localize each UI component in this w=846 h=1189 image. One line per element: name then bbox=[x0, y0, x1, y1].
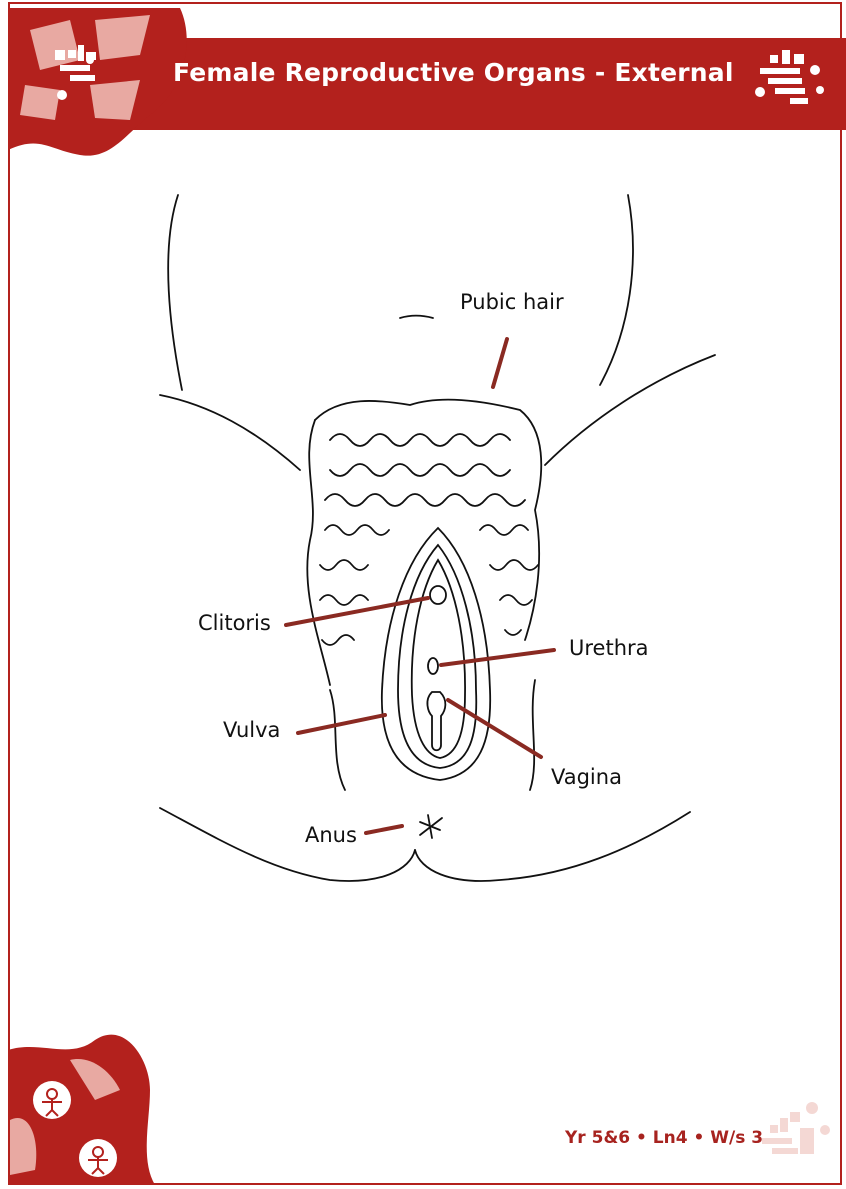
figures-logo-icon bbox=[8, 8, 187, 156]
leader-pubic-hair bbox=[493, 339, 507, 387]
faded-figures-icon bbox=[762, 1102, 830, 1154]
worksheet-reference: Yr 5&6 • Ln4 • W/s 3 bbox=[565, 1128, 763, 1148]
label-anus: Anus bbox=[305, 823, 357, 847]
label-urethra: Urethra bbox=[569, 636, 649, 660]
figures-emblem-icon bbox=[755, 50, 824, 104]
label-clitoris: Clitoris bbox=[198, 611, 271, 635]
child-figure-icon bbox=[8, 1035, 155, 1185]
page-title: Female Reproductive Organs - External bbox=[173, 58, 734, 87]
leader-lines bbox=[286, 339, 554, 833]
leader-urethra bbox=[441, 650, 554, 665]
leader-anus bbox=[366, 826, 402, 833]
label-vulva: Vulva bbox=[223, 718, 280, 742]
anatomy-drawing bbox=[160, 195, 715, 881]
label-pubic-hair: Pubic hair bbox=[460, 290, 564, 314]
label-vagina: Vagina bbox=[551, 765, 622, 789]
leader-vulva bbox=[298, 715, 385, 733]
